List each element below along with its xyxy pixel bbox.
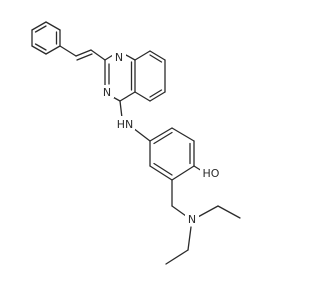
benzo-ring	[134, 50, 166, 102]
diethylaminomethyl	[165, 179, 241, 265]
molecule-canvas: N N HN HO N	[31, 21, 241, 265]
svg-text:N: N	[103, 86, 111, 99]
bond	[34, 25, 47, 33]
svg-text:HN: HN	[117, 118, 134, 131]
bond	[134, 50, 151, 61]
bond	[171, 165, 195, 181]
bond	[90, 49, 106, 61]
svg-text:HO: HO	[203, 167, 220, 180]
bond	[59, 45, 77, 57]
bond	[217, 205, 241, 219]
atom-label-n-mid: N	[100, 85, 114, 99]
atom-label-n-top: N	[112, 50, 126, 64]
bond	[119, 100, 123, 119]
bond	[171, 205, 187, 217]
atom-label-oh: HO	[200, 165, 222, 180]
bond	[45, 21, 61, 31]
bond	[76, 53, 93, 61]
svg-text:N: N	[188, 213, 196, 226]
bond	[134, 91, 151, 102]
bond	[75, 49, 92, 57]
bond	[34, 43, 47, 51]
bond	[31, 21, 47, 31]
bond	[171, 127, 195, 142]
bond	[153, 162, 173, 176]
phenyl-ring	[31, 21, 61, 55]
bond	[119, 91, 136, 102]
bond	[149, 91, 166, 102]
atom-label-nh: HN	[115, 116, 135, 131]
bond	[153, 131, 173, 145]
bond	[125, 54, 136, 61]
bond	[149, 127, 173, 142]
bond	[149, 50, 166, 61]
bond	[195, 205, 219, 219]
amine-linker	[119, 100, 151, 142]
svg-text:N: N	[115, 51, 123, 64]
bond	[165, 249, 189, 265]
chemical-structure: N N HN HO N	[31, 21, 241, 265]
bond	[149, 54, 163, 63]
vinyl-linker	[59, 45, 106, 61]
bond	[149, 89, 163, 98]
bond	[149, 165, 173, 181]
bond	[187, 226, 192, 251]
bond	[104, 54, 114, 61]
bond	[31, 45, 47, 55]
bond	[45, 45, 61, 55]
bond	[132, 127, 151, 142]
atom-label-n-diethyl: N	[185, 212, 199, 226]
phenol-ring	[149, 127, 195, 181]
